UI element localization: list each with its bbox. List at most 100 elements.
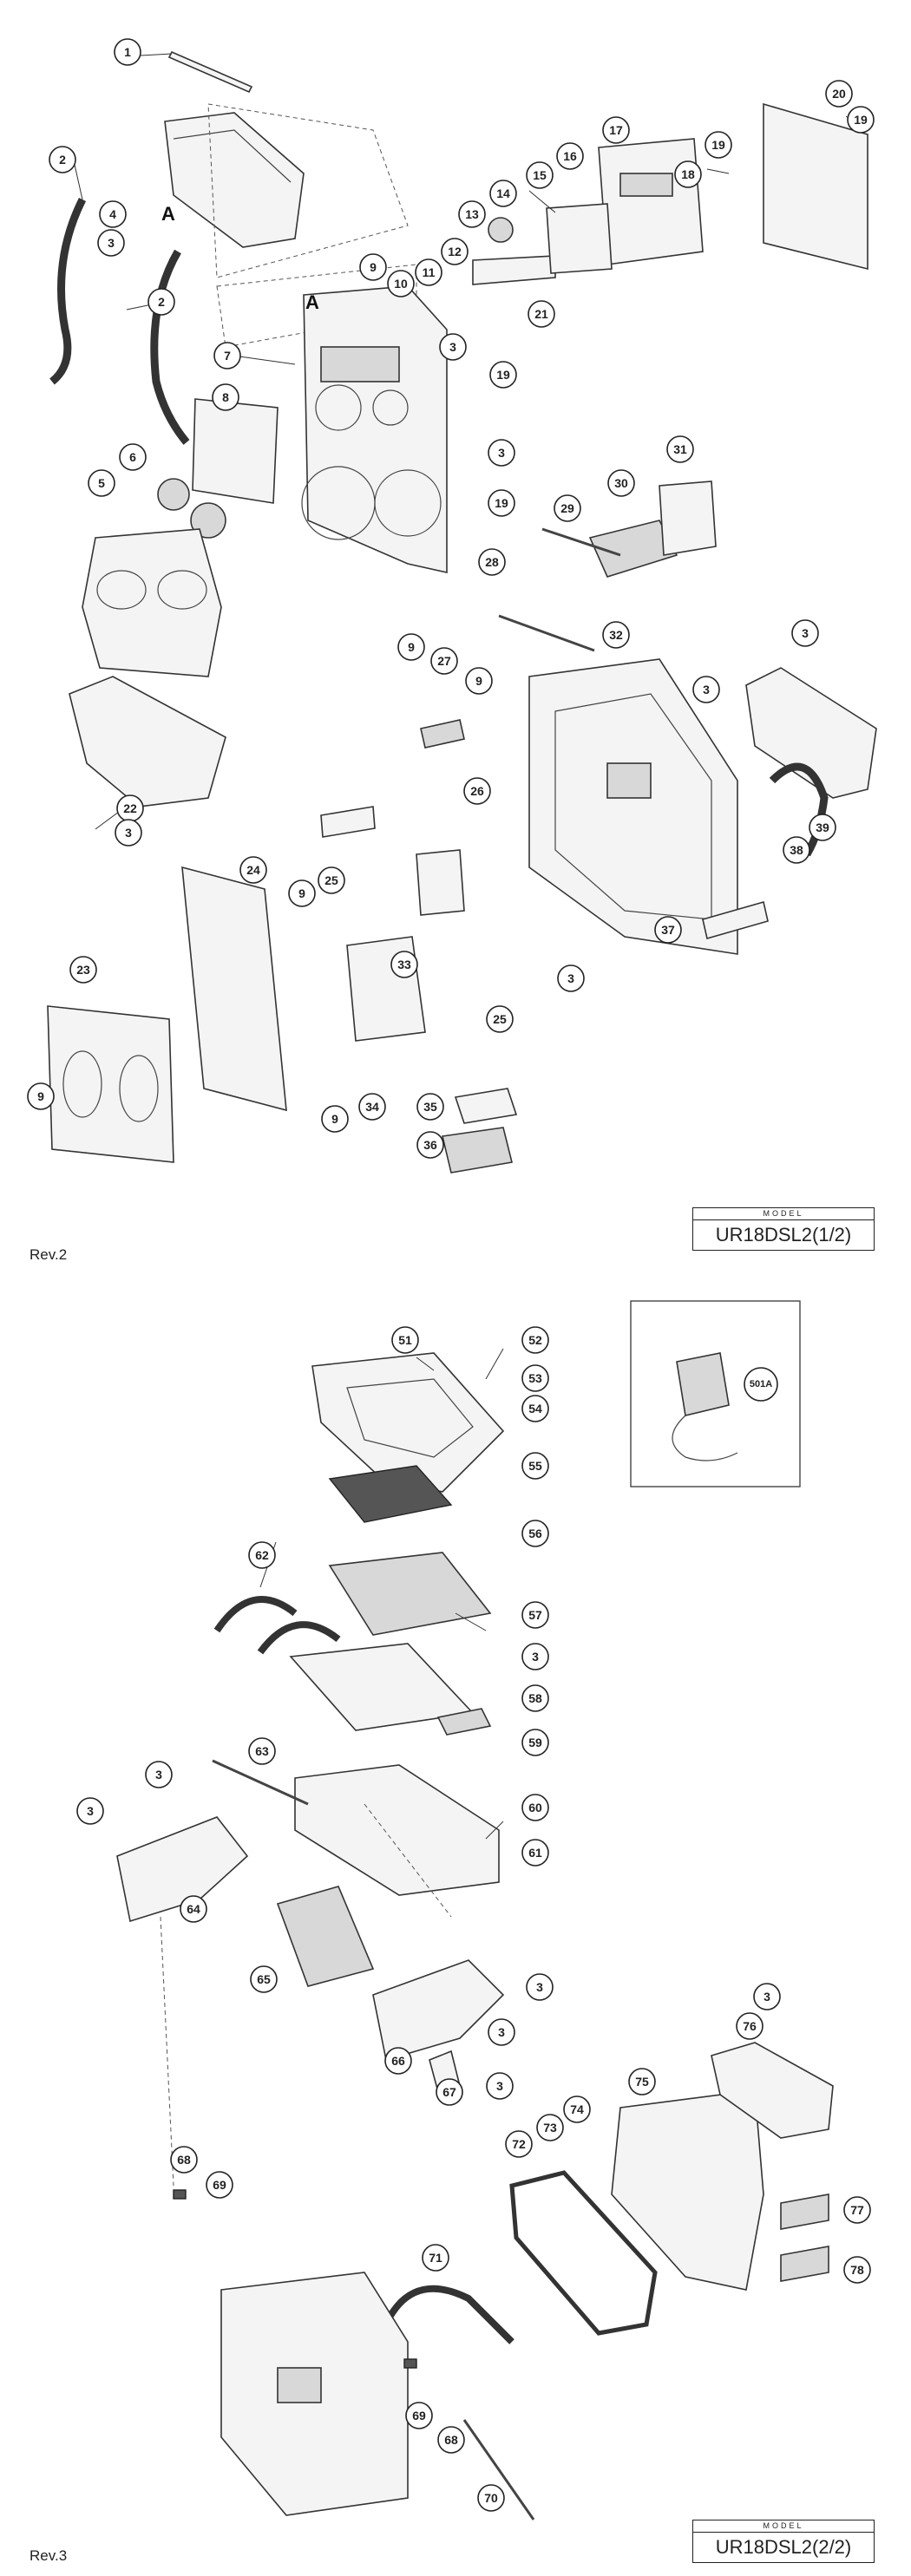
- part-speaker-cover: [82, 528, 222, 677]
- callout-sheet2-7: 57: [521, 1601, 549, 1629]
- svg-text:59: 59: [528, 1736, 542, 1749]
- svg-text:6: 6: [129, 450, 136, 464]
- callout-sheet2-36: 70: [477, 2484, 505, 2512]
- part-plate-20: [763, 102, 868, 271]
- callout-sheet2-25: 75: [628, 2068, 656, 2095]
- svg-text:62: 62: [255, 1548, 269, 1562]
- svg-text:55: 55: [528, 1459, 542, 1473]
- callout-sheet2-inset: 501A: [744, 1367, 778, 1402]
- callout-sheet1-45: 25: [318, 866, 345, 894]
- svg-text:31: 31: [673, 442, 687, 456]
- svg-text:9: 9: [370, 260, 377, 274]
- model-box-sheet2: MODEL UR18DSL2(2/2): [692, 2520, 875, 2563]
- callout-sheet2-34: 69: [405, 2402, 433, 2429]
- svg-text:3: 3: [449, 340, 456, 354]
- svg-text:67: 67: [442, 2085, 456, 2099]
- svg-text:3: 3: [498, 446, 505, 460]
- svg-text:69: 69: [213, 2178, 226, 2192]
- callout-sheet1-13: 3: [439, 333, 467, 361]
- callout-sheet2-15: 3: [76, 1797, 104, 1825]
- part-base-22: [69, 676, 226, 807]
- svg-text:29: 29: [560, 501, 574, 515]
- callout-sheet1-3: 3: [97, 229, 125, 257]
- callout-sheet1-31: 9: [465, 667, 493, 695]
- part-handle-top: [164, 112, 305, 248]
- part-box-31: [659, 481, 717, 556]
- svg-text:19: 19: [495, 496, 508, 510]
- callout-sheet1-30: 27: [430, 647, 458, 675]
- svg-text:36: 36: [423, 1138, 437, 1152]
- callout-layer: 1223456789101112313141516171819201921193…: [27, 38, 875, 2512]
- model-label: MODEL: [693, 2520, 874, 2533]
- svg-text:3: 3: [155, 1768, 162, 1782]
- callout-sheet1-28: 3: [115, 819, 142, 847]
- svg-text:9: 9: [37, 1089, 44, 1103]
- callout-sheet2-23: 76: [736, 2012, 764, 2040]
- callout-sheet1-27: 22: [116, 794, 144, 822]
- callout-sheet1-4: 4: [99, 200, 127, 228]
- callout-sheet2-6: 62: [248, 1541, 276, 1569]
- svg-text:2: 2: [59, 153, 66, 167]
- callout-sheet1-33: 29: [554, 494, 581, 522]
- svg-text:69: 69: [412, 2409, 426, 2422]
- callout-sheet2-13: 63: [248, 1737, 276, 1765]
- callout-sheet2-27: 73: [536, 2114, 564, 2141]
- svg-text:8: 8: [222, 390, 229, 404]
- callout-sheet1-2: 2: [147, 288, 175, 316]
- part-plug-37: [702, 900, 769, 940]
- adapter-icon: [676, 1352, 730, 1416]
- callout-sheet2-19: 3: [488, 2018, 515, 2046]
- revision-sheet1: Rev.2: [29, 1246, 68, 1263]
- part-pad-56: [328, 1465, 453, 1523]
- svg-text:30: 30: [614, 476, 628, 490]
- callout-sheet2-22: 67: [436, 2078, 463, 2106]
- svg-text:68: 68: [444, 2433, 458, 2447]
- svg-text:4: 4: [109, 207, 116, 221]
- callout-sheet1-41: 38: [783, 836, 810, 864]
- svg-text:66: 66: [391, 2054, 405, 2068]
- callout-sheet2-20: 3: [486, 2072, 514, 2100]
- inset-box: [630, 1300, 801, 1487]
- callout-sheet1-7: 7: [213, 342, 241, 369]
- callout-sheet2-16: 64: [180, 1895, 207, 1923]
- svg-text:13: 13: [465, 207, 479, 221]
- part-hose-2a: [49, 197, 87, 385]
- svg-text:39: 39: [816, 821, 829, 834]
- callout-sheet1-43: 24: [239, 856, 267, 884]
- callout-sheet1-21: 20: [825, 80, 853, 108]
- svg-text:76: 76: [743, 2019, 757, 2033]
- callout-sheet2-17: 65: [250, 1965, 278, 1993]
- callout-sheet1-36: 32: [602, 621, 630, 649]
- callout-sheet1-47: 23: [69, 956, 97, 984]
- callout-sheet1-16: 15: [526, 161, 554, 189]
- callout-sheet2-2: 53: [521, 1364, 549, 1392]
- callout-sheet2-0: 51: [391, 1326, 419, 1354]
- svg-text:1: 1: [124, 45, 131, 59]
- part-cover-36: [442, 1127, 513, 1174]
- svg-text:3: 3: [764, 1990, 770, 2004]
- callout-sheet1-38: 3: [692, 676, 720, 703]
- part-main-body: [303, 285, 448, 573]
- part-frame-23: [47, 1005, 174, 1163]
- callout-sheet1-53: 35: [416, 1093, 444, 1121]
- callout-sheet1-50: 9: [321, 1105, 349, 1133]
- reference-letter-a-1: A: [161, 203, 175, 225]
- callout-sheet2-28: 72: [505, 2130, 533, 2158]
- callout-sheet1-0: 1: [114, 38, 141, 66]
- part-slide-30: [588, 520, 678, 578]
- svg-text:26: 26: [470, 784, 484, 798]
- model-value: UR18DSL2(2/2): [715, 2536, 852, 2558]
- svg-text:3: 3: [703, 683, 710, 696]
- part-handle-64: [116, 1816, 249, 1923]
- callout-sheet1-26: 19: [488, 489, 515, 517]
- callout-sheet1-24: 19: [489, 361, 517, 389]
- part-panel-7: [192, 398, 279, 504]
- part-hose-2b: [150, 249, 190, 445]
- svg-text:68: 68: [177, 2153, 191, 2167]
- part-bracket-15: [546, 203, 613, 274]
- callout-sheet1-1: 2: [49, 146, 76, 173]
- callout-sheet2-11: 60: [521, 1794, 549, 1821]
- svg-text:77: 77: [850, 2203, 864, 2217]
- svg-text:3: 3: [108, 236, 115, 250]
- svg-text:19: 19: [854, 113, 868, 127]
